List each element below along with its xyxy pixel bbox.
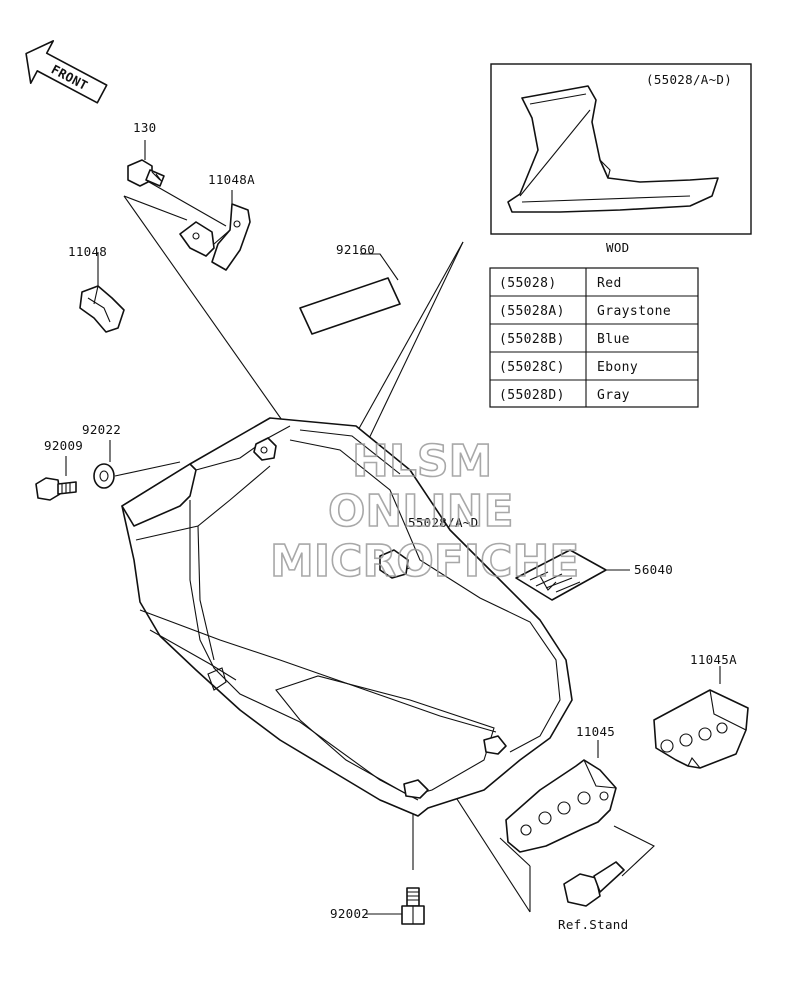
leader-lines: [65, 177, 721, 915]
table-color-1: Graystone: [597, 304, 671, 319]
table-code-4: (55028D): [499, 388, 565, 403]
bracket-11045A-icon: [653, 689, 749, 769]
table-code-2: (55028B): [499, 332, 565, 347]
label-ref-stand: Ref.Stand: [558, 917, 628, 932]
watermark-line-2: ONLINE: [328, 486, 514, 537]
label-92022: 92022: [82, 422, 121, 437]
label-11048A: 11048A: [208, 172, 255, 187]
label-56040: 56040: [634, 562, 673, 577]
table-color-4: Gray: [597, 388, 630, 403]
label-130: 130: [133, 120, 156, 135]
label-92002: 92002: [330, 906, 369, 921]
watermark-line-1: HLSM: [352, 436, 492, 487]
under-cowl-55028-icon: [121, 417, 573, 817]
table-code-1: (55028A): [499, 304, 565, 319]
label-92160: 92160: [336, 242, 375, 257]
washer-92022-icon: [93, 463, 115, 489]
label-55028: 55028/A~D: [408, 515, 478, 530]
watermark-line-3: MICROFICHE: [270, 536, 579, 587]
pad-92160-icon: [299, 277, 401, 335]
inset-caption: WOD: [606, 240, 629, 255]
bracket-11048A-icon: [179, 203, 251, 271]
stand-bolt-icon: [563, 861, 625, 907]
decal-56040-icon: [515, 549, 607, 601]
table-color-3: Ebony: [597, 360, 638, 375]
clip-11048-icon: [79, 285, 125, 333]
inset-box: (55028/A~D) WOD: [490, 63, 752, 255]
bolt-92009-icon: [35, 477, 77, 501]
label-11045: 11045: [576, 724, 615, 739]
front-arrow-icon: FRONT: [25, 40, 108, 104]
table-color-0: Red: [597, 276, 622, 291]
bracket-11045-icon: [505, 759, 617, 853]
bolt-92002-icon: [401, 887, 425, 925]
bolt-130-icon: [127, 159, 165, 187]
watermark: HLSM ONLINE MICROFICHE: [269, 435, 580, 588]
label-92009: 92009: [44, 438, 83, 453]
table-color-2: Blue: [597, 332, 630, 347]
inset-undercowl-icon: [507, 85, 719, 213]
table-code-0: (55028): [499, 276, 557, 291]
inset-code: (55028/A~D): [646, 72, 732, 87]
label-11045A: 11045A: [690, 652, 737, 667]
table-code-3: (55028C): [499, 360, 565, 375]
label-11048: 11048: [68, 244, 107, 259]
color-table: (55028) Red (55028A) Graystone (55028B) …: [489, 267, 699, 408]
